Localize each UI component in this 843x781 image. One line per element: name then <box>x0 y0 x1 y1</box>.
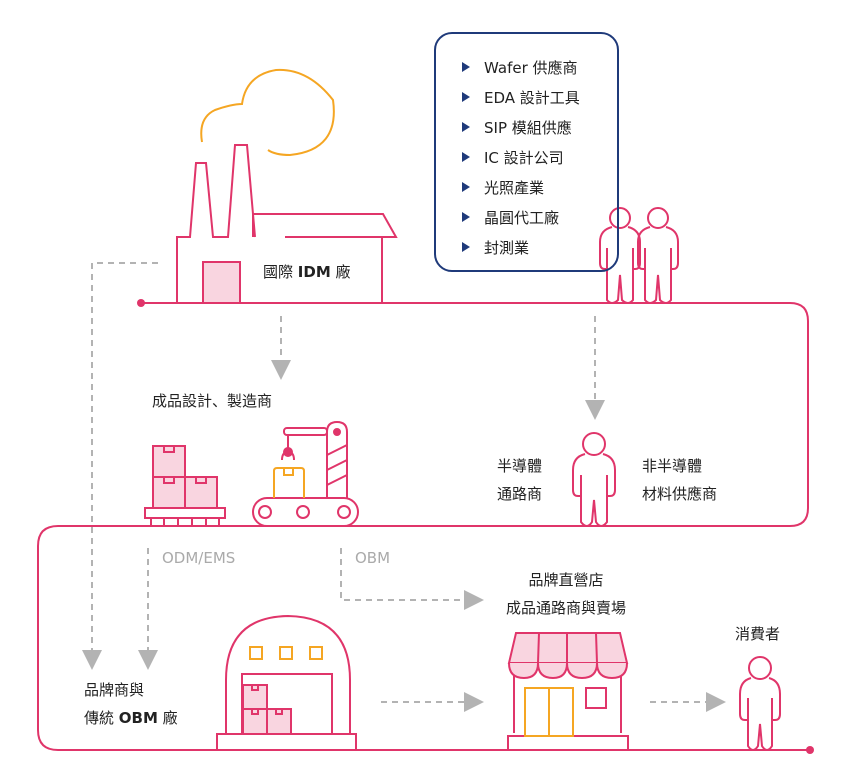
triangle-bullet-icon <box>462 62 470 72</box>
supplier-item: Wafer 供應商 <box>462 52 580 82</box>
odm-ems-label: ODM/EMS <box>162 549 236 567</box>
end-dot <box>806 746 814 754</box>
conveyor-robot-icon <box>252 420 359 527</box>
brand-owner-label: 品牌商與 傳統 OBM 廠 <box>84 681 178 727</box>
supplier-item: EDA 設計工具 <box>462 82 580 112</box>
triangle-bullet-icon <box>462 182 470 192</box>
triangle-bullet-icon <box>462 92 470 102</box>
consumer-label: 消費者 <box>735 625 781 643</box>
triangle-bullet-icon <box>462 152 470 162</box>
store-icon <box>507 632 629 751</box>
idm-factory-label: 國際 IDM 廠 <box>263 263 351 281</box>
consumer-person-icon <box>739 656 781 751</box>
warehouse-windows <box>249 646 323 660</box>
non-semiconductor-supplier-label: 非半導體 材料供應商 <box>642 457 718 503</box>
supplier-item: 晶圓代工廠 <box>462 202 580 232</box>
boxes-pallet-icon <box>144 445 226 526</box>
triangle-bullet-icon <box>462 212 470 222</box>
smoke-cloud-icon <box>200 68 335 157</box>
warehouse-icon <box>216 614 357 751</box>
supplier-item: 封測業 <box>462 232 580 262</box>
supplier-list-box: Wafer 供應商 EDA 設計工具 SIP 模組供應 IC 設計公司 光照產業… <box>434 32 619 272</box>
product-box-icon <box>273 467 305 498</box>
flow-line <box>37 302 810 751</box>
factory-icon <box>176 144 398 304</box>
supplier-list: Wafer 供應商 EDA 設計工具 SIP 模組供應 IC 設計公司 光照產業… <box>462 52 580 262</box>
supplier-item: SIP 模組供應 <box>462 112 580 142</box>
supplier-item: 光照產業 <box>462 172 580 202</box>
arrow-idm-to-brand <box>82 262 158 670</box>
designer-manufacturer-label: 成品設計、製造商 <box>152 392 273 410</box>
person-icon <box>572 432 616 527</box>
triangle-bullet-icon <box>462 242 470 252</box>
triangle-bullet-icon <box>462 122 470 132</box>
obm-label: OBM <box>355 549 391 567</box>
start-dot <box>137 299 145 307</box>
semiconductor-distributor-label: 半導體 通路商 <box>497 457 543 503</box>
supplier-item: IC 設計公司 <box>462 142 580 172</box>
person-icon <box>637 207 679 304</box>
flow-arrows <box>82 262 726 712</box>
store-door-icon <box>524 687 574 737</box>
retail-label: 品牌直營店 成品通路商與賣場 <box>505 571 626 617</box>
